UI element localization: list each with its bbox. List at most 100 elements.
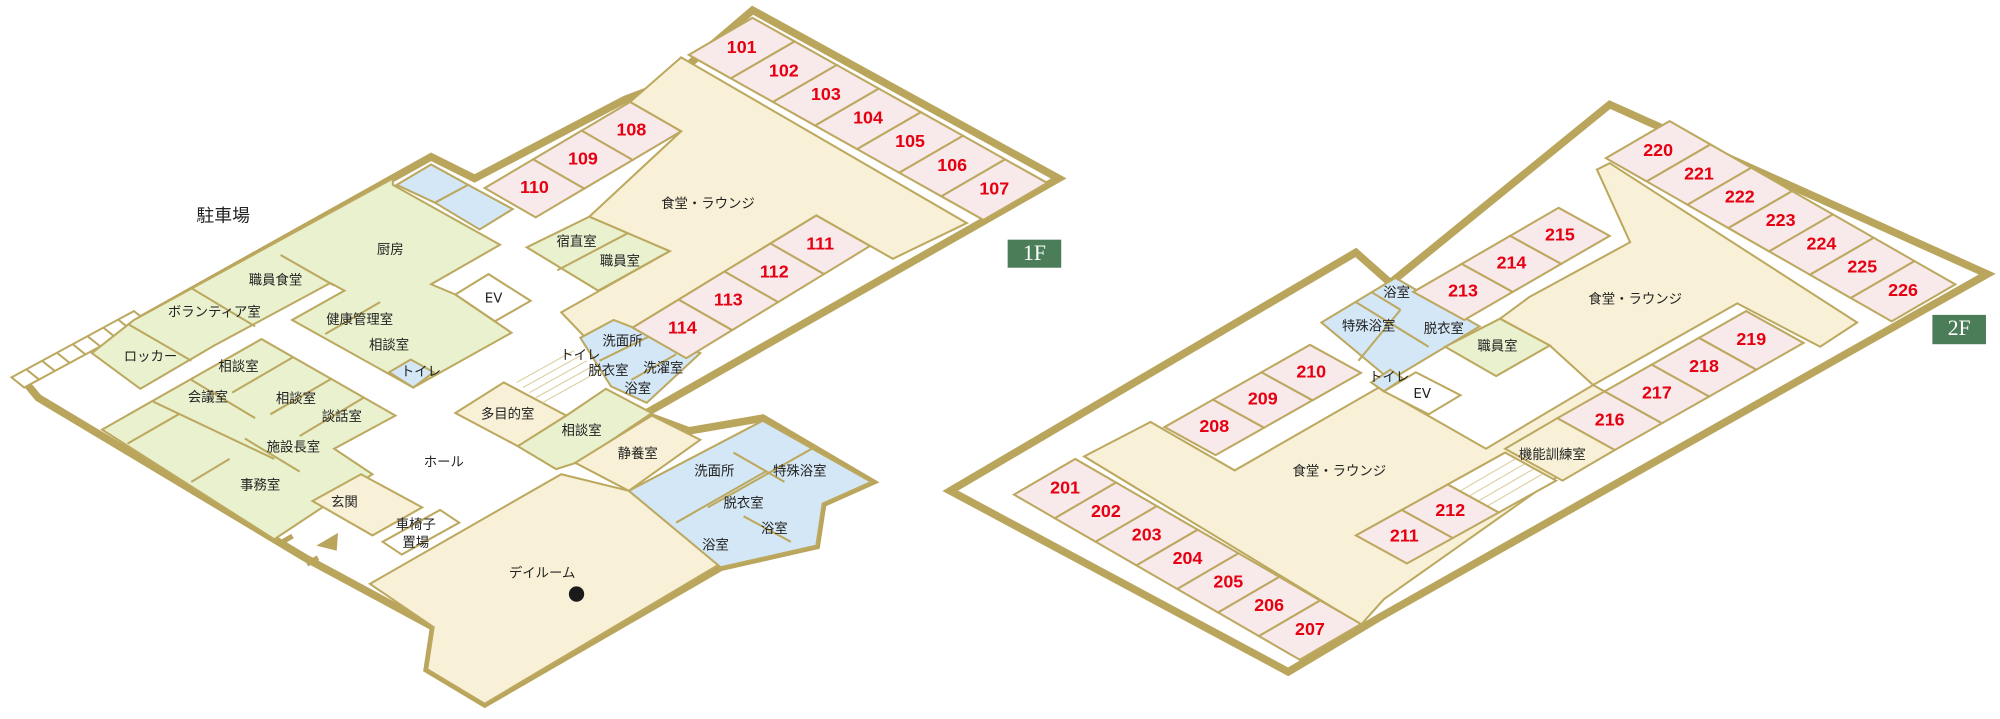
laundry-label: 洗濯室: [643, 359, 683, 376]
floor2-outer-wall: [942, 100, 1996, 677]
storage-blue-2: [432, 183, 515, 231]
room-number: 112: [760, 262, 789, 282]
entrance-arrow-icon: [316, 532, 339, 551]
room-cell: [1848, 259, 1958, 323]
room-number: 207: [1295, 619, 1325, 639]
room-cell: [939, 158, 1050, 222]
elevator-1f: [453, 272, 533, 323]
room-number: 221: [1684, 163, 1714, 183]
wheelchair-label: 車椅子: [396, 517, 436, 533]
kitchen-label: 厨房: [377, 242, 404, 258]
kitchen-staff-area: [90, 176, 514, 391]
dayroom-area: [367, 473, 723, 705]
room-number: 111: [806, 233, 834, 253]
room-number: 215: [1545, 225, 1575, 245]
room-cell: [1508, 206, 1612, 266]
room-cell: [630, 298, 735, 360]
resident-room-226: 226: [1848, 259, 1958, 323]
room-number: 213: [1448, 281, 1478, 301]
room-number: 212: [1435, 500, 1465, 520]
room-number: 114: [668, 318, 697, 338]
staff-dining-label: 職員食堂: [249, 271, 303, 288]
bath-label: 浴室: [1383, 284, 1410, 301]
room-number: 226: [1888, 280, 1918, 300]
room-number: 104: [853, 108, 883, 128]
lounge-label: 食堂・ラウンジ: [1588, 291, 1682, 308]
room-number: 113: [714, 290, 743, 310]
resident-room-210: 210: [1259, 343, 1364, 402]
bath-label: 浴室: [624, 380, 651, 397]
toilet-1f-west: [387, 358, 436, 389]
rest-room-label: 静養室: [618, 445, 658, 462]
resident-room-104: 104: [812, 87, 923, 151]
room-number: 220: [1643, 140, 1673, 160]
rest-room: [573, 414, 703, 493]
dayroom-label: デイルーム: [509, 565, 576, 582]
room-number: 216: [1595, 409, 1625, 429]
dressing-room-label: 脱衣室: [724, 495, 764, 512]
room-number: 202: [1091, 501, 1121, 521]
night-duty-staff-room: [524, 215, 672, 292]
door-mark-icon: [280, 533, 294, 545]
toilet-label: トイレ: [1369, 370, 1409, 385]
office-block: [100, 337, 398, 541]
floor-badge-2f: 2F: [1932, 314, 1986, 345]
floor2-resident-rooms: 2012022032042052062072082092102112122132…: [1011, 119, 1958, 661]
floor1-resident-rooms: 1011021031041051061071081091101111121131…: [482, 16, 1050, 360]
multipurpose-label: 多目的室: [481, 405, 535, 422]
parking-label: 駐車場: [196, 206, 250, 227]
room-number: 102: [769, 60, 799, 80]
health-room-label: 健康管理室: [326, 311, 393, 328]
resident-room-207: 207: [1256, 599, 1364, 661]
resident-room-114: 114: [630, 298, 735, 360]
office-label: 事務室: [240, 477, 280, 494]
staff-room-label: 職員室: [600, 252, 640, 269]
room-cell: [1399, 483, 1501, 540]
resident-room-215: 215: [1508, 206, 1612, 266]
wheelchair-label-2: 置場: [402, 535, 429, 551]
room-number: 219: [1736, 329, 1766, 349]
lounge-label: 食堂・ラウンジ: [661, 195, 755, 212]
dressing-room-label: 脱衣室: [1424, 320, 1464, 337]
washroom-label: 洗面所: [602, 334, 642, 350]
ev-label: EV: [485, 291, 503, 306]
staff-room-2f: [1443, 317, 1552, 378]
room-number: 108: [616, 120, 646, 140]
room-cell: [1256, 599, 1364, 661]
locker-label: ロッカー: [124, 350, 178, 365]
consult-room-4: [515, 387, 654, 471]
room-number: 223: [1766, 210, 1796, 230]
room-cell: [482, 158, 587, 219]
resident-room-219: 219: [1696, 309, 1806, 371]
consult-room-label: 相談室: [562, 422, 602, 439]
toilet-label: トイレ: [401, 365, 441, 380]
room-number: 110: [520, 177, 549, 197]
room-number: 201: [1050, 477, 1080, 497]
resident-room-221: 221: [1644, 143, 1754, 206]
consult-room-label: 相談室: [276, 390, 316, 407]
talk-room-label: 談話室: [322, 408, 362, 425]
toilet-label: トイレ: [560, 349, 600, 364]
stairs-center-1f: [516, 350, 600, 404]
resident-room-224: 224: [1767, 213, 1876, 276]
floor-badge-text: 1F: [1023, 241, 1046, 265]
room-number: 225: [1847, 257, 1877, 277]
volunteer-room-label: ボランティア室: [168, 303, 261, 320]
special-bath-label: 特殊浴室: [1342, 317, 1396, 334]
resident-room-205: 205: [1175, 552, 1282, 614]
room-number: 224: [1807, 233, 1837, 253]
entrance-area: [310, 473, 425, 537]
floor-badge-1f: 1F: [1007, 239, 1062, 268]
room-number: 203: [1132, 524, 1162, 544]
director-room-label: 施設長室: [267, 438, 321, 455]
room-number: 210: [1296, 361, 1326, 381]
lounge-2f-lower: [1082, 383, 1648, 626]
room-number: 214: [1497, 253, 1527, 273]
room-number: 103: [811, 84, 841, 104]
room-number: 106: [937, 155, 967, 175]
resident-room-107: 107: [939, 158, 1050, 222]
room-number: 209: [1248, 389, 1278, 409]
room-number: 206: [1254, 595, 1284, 615]
special-bath-label: 特殊浴室: [773, 463, 827, 480]
